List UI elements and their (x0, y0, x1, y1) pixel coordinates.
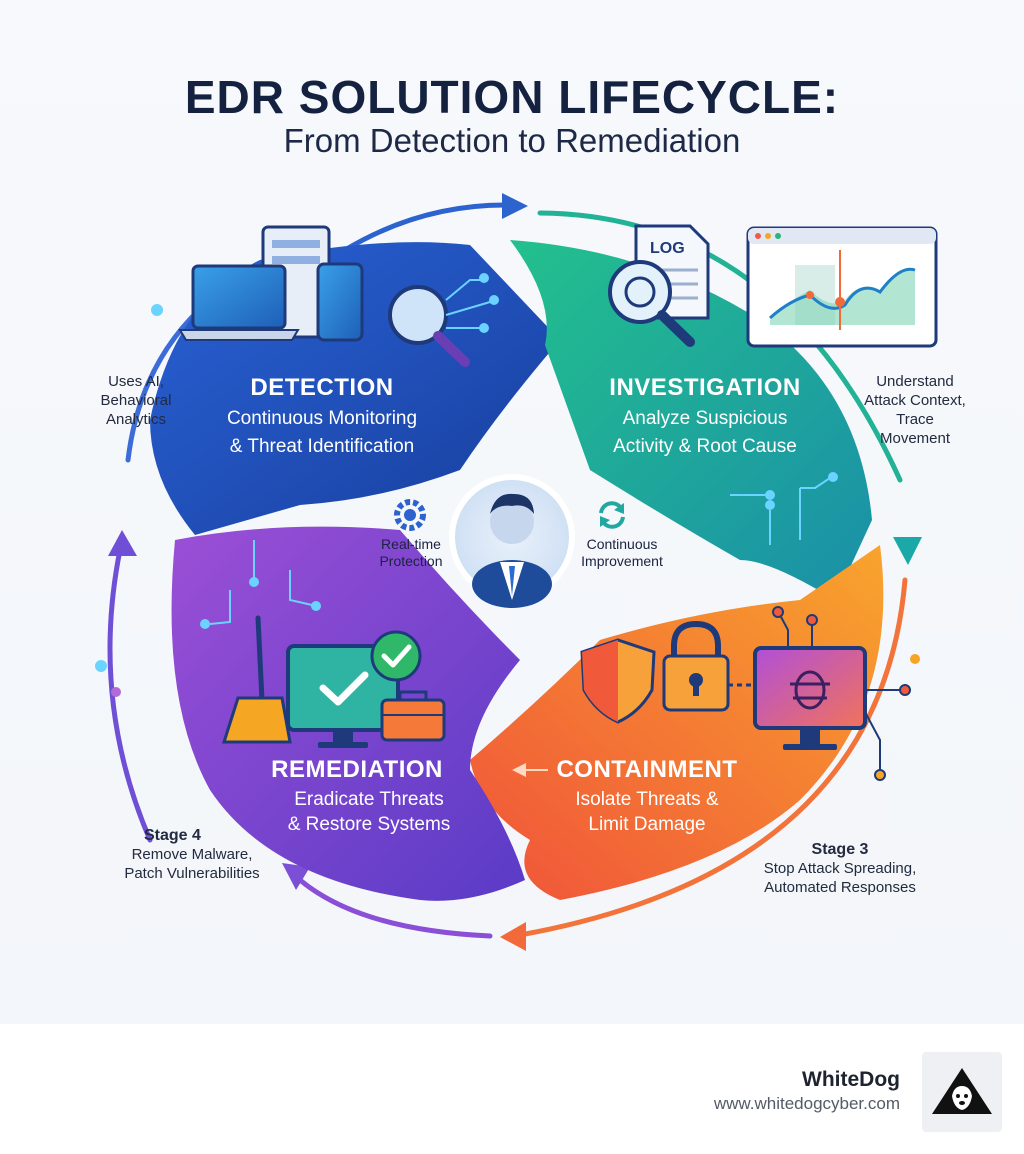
lock-icon (662, 620, 730, 712)
note-detection: Uses AI, Behavioral Analytics (100, 373, 172, 428)
brand-logo (922, 1052, 1002, 1132)
stage-desc-investigation-line1: Analyze Suspicious (623, 408, 788, 429)
note-remediation-stage: Stage 4 (144, 827, 201, 844)
cycle-arrow-top (342, 202, 508, 253)
circuit-lines-detection (445, 273, 499, 333)
note-containment-stage: Stage 3 (811, 841, 869, 858)
circuit-lines-investigation (730, 472, 838, 545)
containment-back-arrow (512, 763, 526, 777)
checked-monitor-icon (286, 644, 400, 748)
dog-logo-icon (932, 1068, 992, 1114)
center-label-improvement: Continuous Improvement (581, 536, 663, 569)
stage-desc-detection-line1: Continuous Monitoring (227, 408, 417, 429)
cycle-arrow-bottom (517, 577, 908, 938)
cycle-arrowhead-bottom (500, 922, 526, 951)
circuit-lines-remediation (200, 540, 321, 629)
broom-icon (221, 615, 292, 744)
note-remediation: Stage 4 Remove Malware, Patch Vulnerabil… (108, 826, 276, 883)
stage-title-containment: CONTAINMENT (556, 756, 737, 783)
stage-desc-investigation-line2: Activity & Root Cause (613, 436, 797, 457)
analytics-chart-icon (746, 226, 938, 348)
stage-desc-containment-line1: Isolate Threats & (575, 789, 719, 810)
toolbox-icon (380, 690, 446, 742)
brand-name: WhiteDog (802, 1068, 900, 1091)
devices-icon (178, 225, 364, 342)
stage-title-investigation: INVESTIGATION (609, 374, 800, 401)
investigation-magnifier-icon (608, 260, 695, 347)
cycle-arrow-bottom-left (297, 877, 493, 939)
refresh-icon (599, 501, 625, 529)
stage-desc-containment-line2: Limit Damage (588, 814, 705, 835)
cycle-arrowhead-right (893, 537, 922, 565)
footer (0, 1024, 1024, 1154)
note-containment: Stage 3 Stop Attack Spreading, Automated… (752, 840, 928, 897)
stage-desc-remediation-line1: Eradicate Threats (294, 789, 444, 810)
check-badge-icon (370, 630, 422, 682)
gear-icon (394, 499, 426, 531)
cycle-arrowhead-left (108, 530, 137, 556)
lifecycle-diagram: LOG (95, 193, 938, 951)
page-title: EDR SOLUTION LIFECYCLE: (184, 71, 840, 123)
infected-monitor-icon (753, 646, 867, 750)
stage-desc-remediation-line2: & Restore Systems (288, 814, 451, 835)
cycle-arrowhead-bottom-left (282, 863, 310, 890)
stage-title-detection: DETECTION (250, 374, 393, 401)
stage-shape-containment (470, 545, 884, 900)
cycle-arrowhead-top (502, 193, 528, 219)
stage-shape-investigation (510, 240, 872, 600)
page-subtitle: From Detection to Remediation (283, 122, 741, 159)
center-label-realtime: Real-time Protection (379, 536, 443, 569)
cycle-arrow-left (107, 547, 153, 843)
note-investigation: Understand Attack Context, Trace Movemen… (864, 373, 966, 447)
brand-url[interactable]: www.whitedogcyber.com (713, 1094, 900, 1113)
stage-title-remediation: REMEDIATION (271, 756, 443, 783)
shield-icon (580, 638, 656, 724)
circuit-lines-containment (772, 606, 911, 781)
stage-desc-detection-line2: & Threat Identification (230, 436, 414, 457)
log-label: LOG (650, 240, 685, 257)
